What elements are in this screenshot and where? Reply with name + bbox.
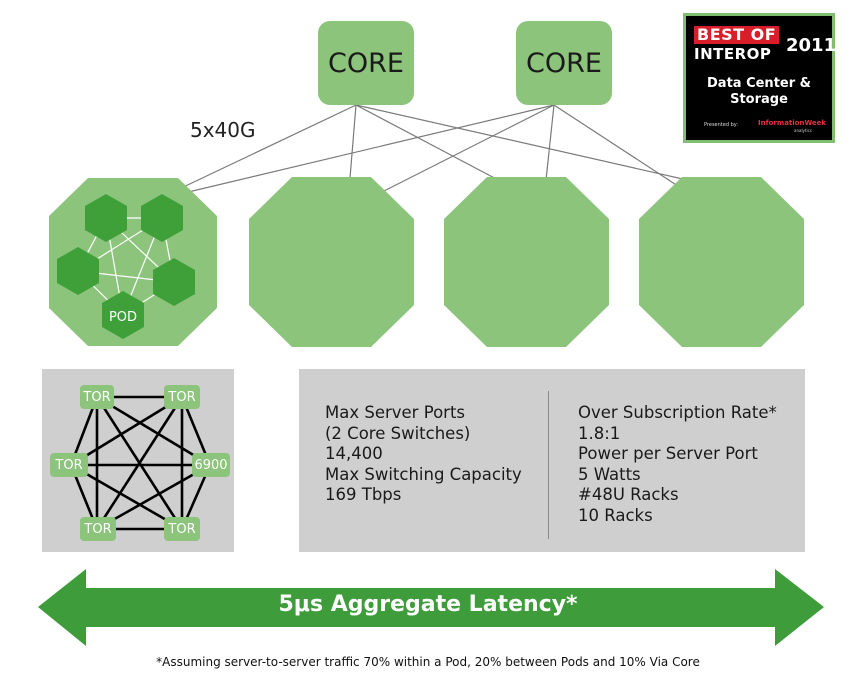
award-category-line1: Data Center & (707, 76, 811, 91)
link-core1-pod1 (174, 104, 357, 192)
stat-line: Over Subscription Rate* (578, 403, 777, 422)
pod-4 (639, 177, 804, 347)
tor-node-5: TOR (80, 517, 116, 541)
pod-label: POD (109, 310, 137, 325)
stats-divider (548, 391, 549, 539)
stat-line: #48U Racks (578, 485, 679, 504)
pod-hex-1 (85, 194, 127, 242)
best-of-interop-badge: BEST OF INTEROP 2011 Data Center & Stora… (683, 13, 837, 143)
uplink-speed-label: 5x40G (190, 118, 256, 142)
link-core2-pod4 (553, 104, 685, 191)
stat-line: (2 Core Switches) (325, 423, 471, 443)
pod-2 (249, 177, 414, 347)
footnote: *Assuming server-to-server traffic 70% w… (156, 655, 700, 669)
stats-panel: Max Server Ports (2 Core Switches) 14,40… (299, 369, 805, 552)
stat-line: 1.8:1 (578, 423, 621, 443)
award-category: Data Center & Storage (686, 76, 832, 108)
stat-line: 169 Tbps (325, 485, 402, 504)
stats-left-column: Max Server Ports (2 Core Switches) 14,40… (325, 403, 522, 506)
pod-hex-3 (57, 247, 99, 295)
award-year: 2011 (786, 35, 837, 56)
award-sponsor: InformationWeek (758, 119, 827, 127)
latency-label: 5μs Aggregate Latency* (278, 592, 578, 617)
core-switch-2: CORE (516, 21, 612, 105)
tor-mesh-panel: TOR TOR TOR 6900 TOR TOR (42, 369, 234, 552)
link-core1-pod4 (355, 104, 697, 183)
tor-node-6: TOR (164, 517, 200, 541)
award-line2: INTEROP (694, 45, 772, 63)
stat-line: 5 Watts (578, 464, 641, 484)
stats-right-column: Over Subscription Rate* 1.8:1 Power per … (578, 403, 777, 526)
pod-hex-2 (141, 194, 183, 242)
stat-line: 14,400 (325, 444, 383, 463)
tor-node-2: TOR (164, 385, 200, 409)
link-core1-pod3 (355, 104, 503, 183)
award-line1: BEST OF (694, 26, 780, 44)
stat-line: Max Switching Capacity (325, 464, 522, 484)
stat-line: Max Server Ports (325, 403, 466, 422)
pod-3 (444, 177, 609, 347)
stat-line: Power per Server Port (578, 444, 758, 463)
award-presented-by: Presented by: (704, 122, 739, 128)
link-core2-pod3 (545, 104, 555, 181)
link-core2-pod2 (379, 104, 555, 194)
stat-line: 10 Racks (578, 505, 653, 525)
switch-6900-node: 6900 (192, 453, 230, 477)
tor-node-3: TOR (50, 453, 88, 477)
award-category-line2: Storage (730, 92, 788, 107)
pod-hex-5 (102, 291, 144, 339)
link-core2-pod1 (179, 104, 555, 195)
pod-hex-4 (153, 258, 195, 306)
double-arrow-shape (38, 569, 824, 646)
link-core1-pod2 (349, 104, 357, 179)
award-sponsor-sub: analytics (794, 128, 812, 133)
tor-node-1: TOR (80, 385, 114, 409)
core-switch-1: CORE (318, 21, 414, 105)
